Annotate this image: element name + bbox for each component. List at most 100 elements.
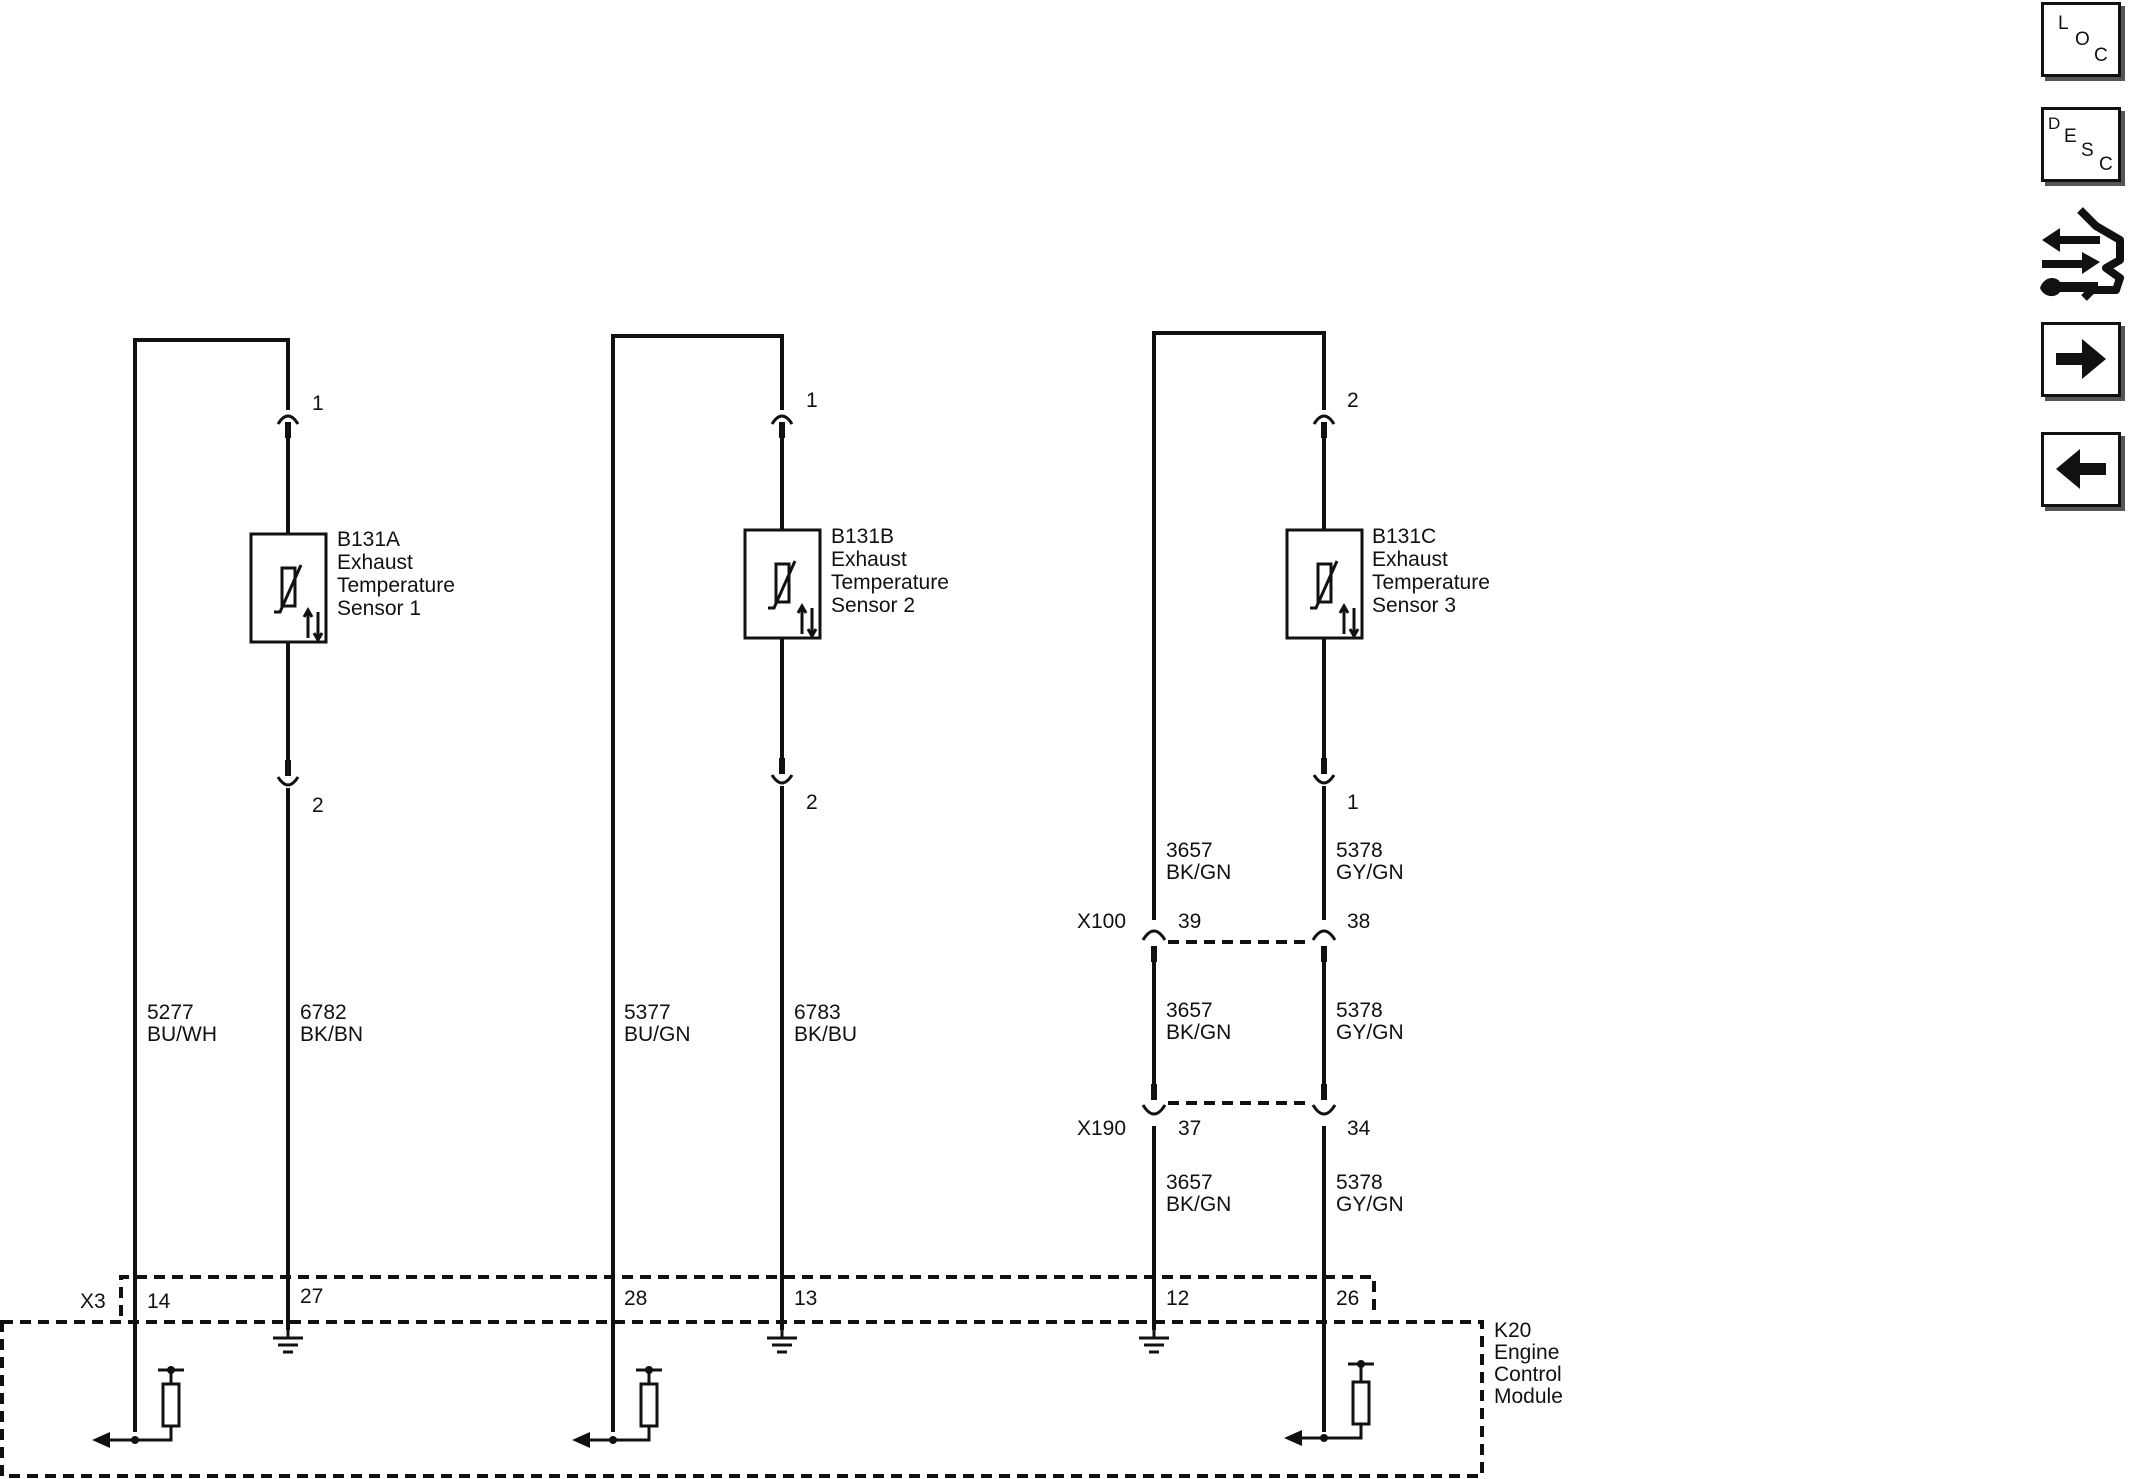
- sensor3-circuit: 2 1 B131C Exhaust Temperature Sensor 3 3…: [1152, 331, 1490, 1432]
- sensor-desc-1: Exhaust: [1372, 548, 1448, 571]
- circuit-number: 5378: [1336, 999, 1383, 1022]
- previous-page-button[interactable]: [2041, 432, 2121, 507]
- wire-color: BK/GN: [1166, 861, 1231, 884]
- sensor-box: [1285, 528, 1364, 640]
- connector-pin-top-s1: [276, 414, 300, 425]
- thermistor-icon: [774, 562, 791, 604]
- sensor-id: B131A: [337, 528, 400, 551]
- wire-gap: [1146, 920, 1162, 946]
- pin-mark: [1151, 1084, 1157, 1100]
- pin-mark: [779, 422, 785, 438]
- connector-name: X100: [1077, 910, 1126, 933]
- sensor-desc-2: Temperature: [337, 574, 455, 597]
- pin-label: 26: [1336, 1287, 1359, 1310]
- pin-label: 2: [1347, 389, 1359, 412]
- module-desc-3: Module: [1494, 1385, 1563, 1408]
- sensor-id: B131B: [831, 525, 894, 548]
- desc-letter: D: [2048, 114, 2061, 133]
- circuit-number: 6783: [794, 1001, 841, 1024]
- diagnostic-connector-icon: [2040, 207, 2124, 301]
- connector-x3: X3 14 27 28 13 12 26: [80, 1275, 1376, 1316]
- pin-label: 34: [1347, 1117, 1371, 1140]
- bidirectional-arrows-icon: [1338, 602, 1360, 640]
- wire-color: GY/GN: [1336, 1021, 1404, 1044]
- ground-icon: [767, 1330, 797, 1354]
- circuit-number: 5378: [1336, 1171, 1383, 1194]
- wire-3657: [1152, 331, 1326, 1330]
- connector-pin-39: [1141, 929, 1167, 941]
- connector-pin-bottom-s3: [1312, 774, 1336, 785]
- module-desc-1: Engine: [1494, 1341, 1559, 1364]
- desc-letter: E: [2064, 126, 2077, 147]
- circuit-number: 3657: [1166, 999, 1213, 1022]
- pin-label: 37: [1178, 1117, 1201, 1140]
- module-id: K20: [1494, 1319, 1531, 1342]
- pin-label: 2: [312, 794, 324, 817]
- pin-mark: [1321, 946, 1327, 962]
- wire-color: GY/GN: [1336, 1193, 1404, 1216]
- diagnostic-connector-button[interactable]: [2036, 202, 2126, 302]
- pin-label: 2: [806, 791, 818, 814]
- next-page-button[interactable]: [2041, 322, 2121, 397]
- module-k20: K20 Engine Control Module: [0, 1319, 1563, 1478]
- wire-5277: [133, 338, 290, 1432]
- thermistor-slash: [274, 564, 303, 614]
- module-desc-2: Control: [1494, 1363, 1562, 1386]
- wire-color: BK/BU: [794, 1023, 857, 1046]
- connector-pin-top-s2: [770, 414, 794, 425]
- pin-mark: [1321, 422, 1327, 438]
- bidirectional-arrows-icon: [302, 606, 324, 644]
- connector-pin-bottom-s1: [276, 776, 300, 787]
- pin-label: 39: [1178, 910, 1201, 933]
- loc-letter: O: [2075, 29, 2090, 50]
- arrow-left-icon: [2056, 449, 2106, 489]
- sensor-box: [249, 532, 328, 644]
- sensor-desc-1: Exhaust: [337, 551, 413, 574]
- sensor2-circuit: 1 2 B131B Exhaust Temperature Sensor 2 5…: [611, 334, 949, 1432]
- wire-5377: [611, 334, 784, 1432]
- desc-letter: C: [2099, 154, 2113, 175]
- pin-label: 28: [624, 1287, 647, 1310]
- connector-pin-37: [1141, 1104, 1167, 1116]
- circuit-number: 5377: [624, 1001, 671, 1024]
- pin-label: 1: [312, 392, 324, 415]
- bidirectional-arrows-icon: [796, 602, 818, 640]
- location-button[interactable]: L O C: [2041, 2, 2121, 77]
- pin-mark: [779, 758, 785, 774]
- circuit-number: 3657: [1166, 1171, 1213, 1194]
- pin-mark: [1151, 946, 1157, 962]
- connector-pin-34: [1311, 1104, 1337, 1116]
- loc-letter: C: [2094, 45, 2108, 66]
- sensor1-circuit: 1 2 B131A Exhaust Temperature Sensor 1 5…: [133, 338, 455, 1432]
- connector-outline: [119, 1275, 1376, 1316]
- circuit-number: 5378: [1336, 839, 1383, 862]
- wire-color: GY/GN: [1336, 861, 1404, 884]
- sensor-id: B131C: [1372, 525, 1436, 548]
- sensor-desc-2: Temperature: [831, 571, 949, 594]
- ground-icon: [273, 1330, 303, 1354]
- connector-name: X3: [80, 1290, 106, 1313]
- wire-color: BK/BN: [300, 1023, 363, 1046]
- description-button[interactable]: D E S C: [2041, 107, 2121, 182]
- pin-label: 1: [806, 389, 818, 412]
- sensor-desc-2: Temperature: [1372, 571, 1490, 594]
- module-outline: [0, 1320, 1484, 1478]
- circuit-number: 6782: [300, 1001, 347, 1024]
- sensor-b131c: [1285, 528, 1364, 640]
- sensor-desc-3: Sensor 2: [831, 594, 915, 617]
- thermistor-icon: [280, 566, 297, 608]
- connector-x190: X190 37 34: [1077, 1084, 1371, 1140]
- ground-icon: [1139, 1330, 1169, 1354]
- desc-letter: S: [2081, 140, 2094, 161]
- pin-label: 13: [794, 1287, 817, 1310]
- sensor-desc-3: Sensor 3: [1372, 594, 1456, 617]
- wire-color: BK/GN: [1166, 1021, 1231, 1044]
- sensor-box: [743, 528, 822, 640]
- pin-label: 12: [1166, 1287, 1189, 1310]
- thermistor-slash: [1310, 560, 1339, 610]
- pin-mark: [1321, 1084, 1327, 1100]
- connector-pin-bottom-s2: [770, 774, 794, 785]
- pin-label: 1: [1347, 791, 1359, 814]
- circuit-number: 3657: [1166, 839, 1213, 862]
